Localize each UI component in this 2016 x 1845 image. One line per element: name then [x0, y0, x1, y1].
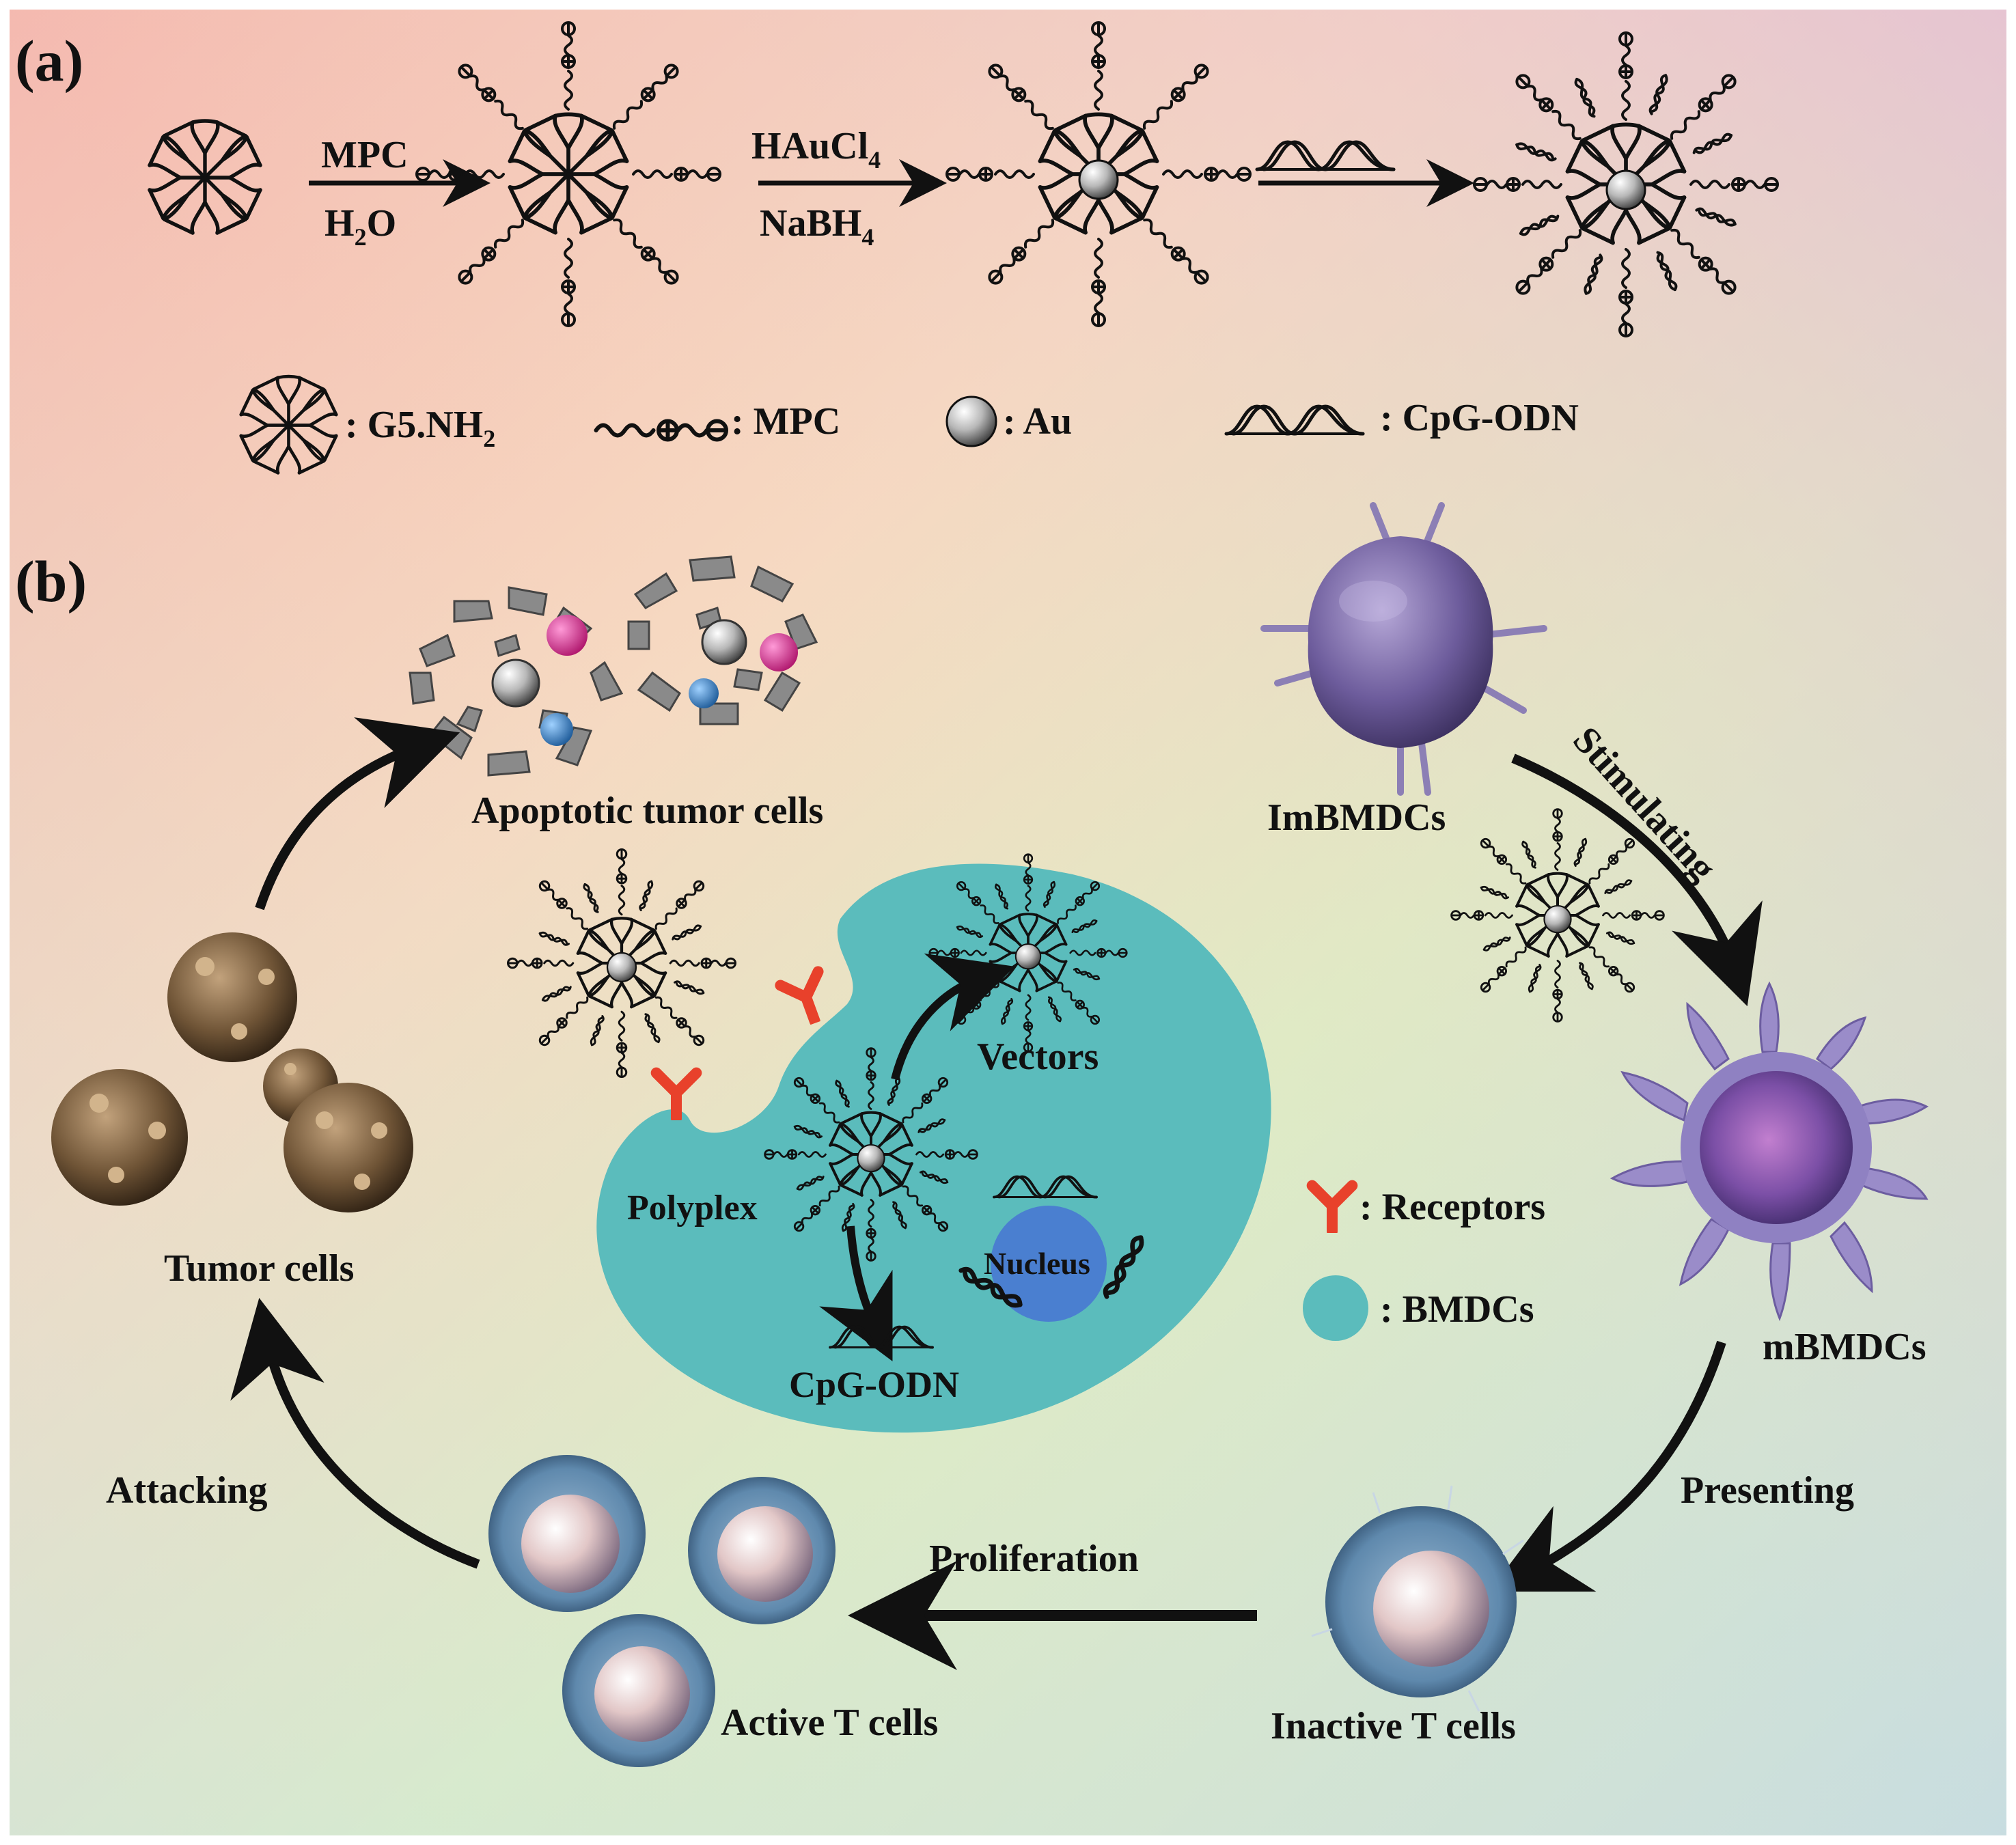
vector-particle: [930, 855, 1127, 1052]
tumor-cell-1: [167, 932, 297, 1062]
panel-a-label: (a): [15, 28, 83, 94]
dendrimer-mpc-au-stage-3: [947, 23, 1250, 326]
step2-reagent-top: HAuCl4: [751, 125, 881, 174]
tumor-cells-label: Tumor cells: [164, 1247, 354, 1290]
dendrimer-mpc-stage-2: [415, 21, 721, 327]
polyplex-label: Polyplex: [627, 1189, 758, 1227]
arrow-to-vectors: [891, 953, 1015, 1081]
inactive-t-cell: [1311, 1485, 1524, 1712]
cpg-odn-label: CpG-ODN: [789, 1364, 959, 1405]
stimulating-arrow: [1511, 753, 1763, 1007]
mbmdcs-label: mBMDCs: [1763, 1326, 1927, 1368]
proliferation-label: Proliferation: [929, 1538, 1139, 1580]
polyplex-stage-4: [1474, 33, 1778, 336]
active-t-cell-1: [488, 1455, 646, 1612]
step1-reagent-top: MPC: [321, 134, 409, 176]
arrow-to-cpg: [819, 1225, 893, 1361]
polyplex-inside: [765, 1049, 978, 1261]
panel-a: (a) MPC H2O HAuCl4 NaBH4: [15, 21, 1778, 473]
imbmdcs-label: ImBMDCs: [1267, 796, 1446, 839]
legend-au-text: : Au: [1003, 400, 1072, 443]
attacking-arrow: [230, 1298, 480, 1569]
mature-bmdc: [1610, 981, 1929, 1322]
immature-bmdc: [1260, 502, 1547, 796]
presenting-label: Presenting: [1681, 1469, 1854, 1512]
nucleus-label: Nucleus: [984, 1246, 1090, 1281]
legend-bmdc-icon: [1303, 1275, 1368, 1341]
killing-arrow: [255, 717, 460, 911]
apoptotic-tumor-cell-2: [627, 555, 818, 725]
polyplex-outside: [508, 850, 736, 1077]
legend-bmdc-text: : BMDCs: [1380, 1288, 1534, 1331]
presenting-arrow: [1489, 1340, 1726, 1592]
step1-reagent-bottom: H2O: [325, 202, 396, 251]
tumor-cell-4: [284, 1083, 413, 1212]
panel-b-label: (b): [15, 549, 87, 614]
tumor-cell-2: [51, 1069, 188, 1206]
apoptotic-tumor-cells-label: Apoptotic tumor cells: [471, 790, 823, 832]
legend-mpc-text: : MPC: [731, 400, 840, 443]
active-t-cells-label: Active T cells: [721, 1702, 938, 1744]
legend-g5-text: : G5.NH2: [345, 404, 495, 452]
legend-au-icon: [945, 396, 997, 447]
nucleus: [991, 1206, 1107, 1322]
bmdc-cell-body: [596, 863, 1271, 1433]
active-t-cell-3: [562, 1614, 715, 1767]
polyplex-stimulating: [1452, 809, 1664, 1022]
attacking-label: Attacking: [106, 1469, 267, 1512]
active-t-cell-2: [688, 1477, 836, 1624]
step2-reagent-bottom: NaBH4: [760, 202, 874, 251]
inactive-t-cells-label: Inactive T cells: [1271, 1705, 1516, 1747]
legend-cpg-text: : CpG-ODN: [1380, 397, 1579, 439]
legend-receptor-text: : Receptors: [1359, 1186, 1545, 1228]
vectors-label: Vectors: [977, 1036, 1099, 1078]
